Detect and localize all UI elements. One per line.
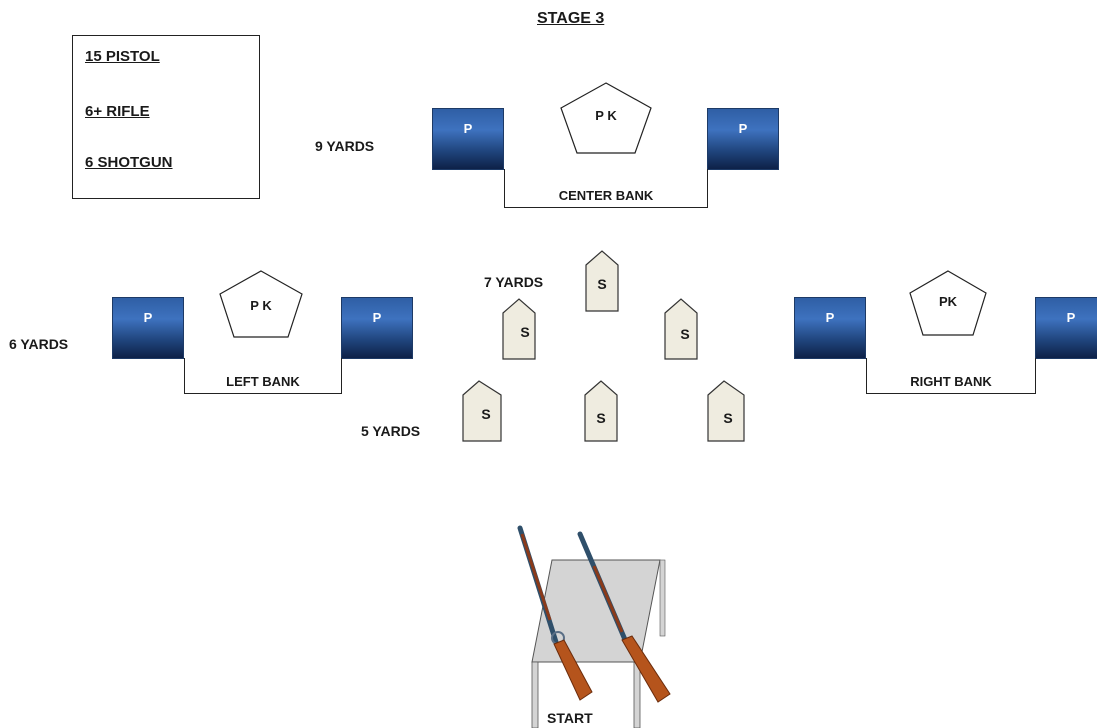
pistol-knockdown-target: PK [909,270,987,336]
pistol-target: P [1035,297,1097,359]
rifle-icon [577,531,671,703]
knockdown-label: PK [939,294,958,309]
shotgun-target: S [502,298,536,360]
start-label: START [547,710,593,726]
distance-5-yards: 5 YARDS [361,423,421,439]
pistol-target: P [707,108,779,170]
stage-title: STAGE 3 [537,10,605,27]
knockdown-label: P K [595,108,617,123]
svg-text:S: S [723,410,732,426]
pistol-target: P [112,297,184,359]
rifle-icon [517,525,593,701]
pistol-target: P [341,297,413,359]
shotgun-target: S [707,380,745,442]
svg-text:S: S [520,324,529,340]
shotgun-target: S [664,298,698,360]
shotgun-target: S [462,380,502,442]
legend-shotgun: 6 SHOTGUN [85,154,173,171]
start-table [517,525,671,728]
left-bank-label: LEFT BANK [184,358,342,394]
round-count-legend: 15 PISTOL 6+ RIFLE 6 SHOTGUN [72,35,260,199]
pistol-knockdown-target: P K [219,270,303,338]
distance-9-yards: 9 YARDS [315,138,375,154]
legend-rifle: 6+ RIFLE [85,103,150,120]
right-bank-label: RIGHT BANK [866,358,1036,394]
shotgun-target: S [584,380,618,442]
pistol-target: P [432,108,504,170]
svg-text:S: S [597,276,606,292]
center-bank-label: CENTER BANK [504,169,708,208]
distance-6-yards: 6 YARDS [9,336,69,352]
knockdown-label: P K [250,298,272,313]
shotgun-target: S [585,250,619,312]
svg-text:S: S [596,410,605,426]
pistol-knockdown-target: P K [560,82,652,154]
pistol-target: P [794,297,866,359]
distance-7-yards: 7 YARDS [484,274,544,290]
svg-text:S: S [680,326,689,342]
svg-text:S: S [481,406,490,422]
legend-pistol: 15 PISTOL [85,48,160,65]
